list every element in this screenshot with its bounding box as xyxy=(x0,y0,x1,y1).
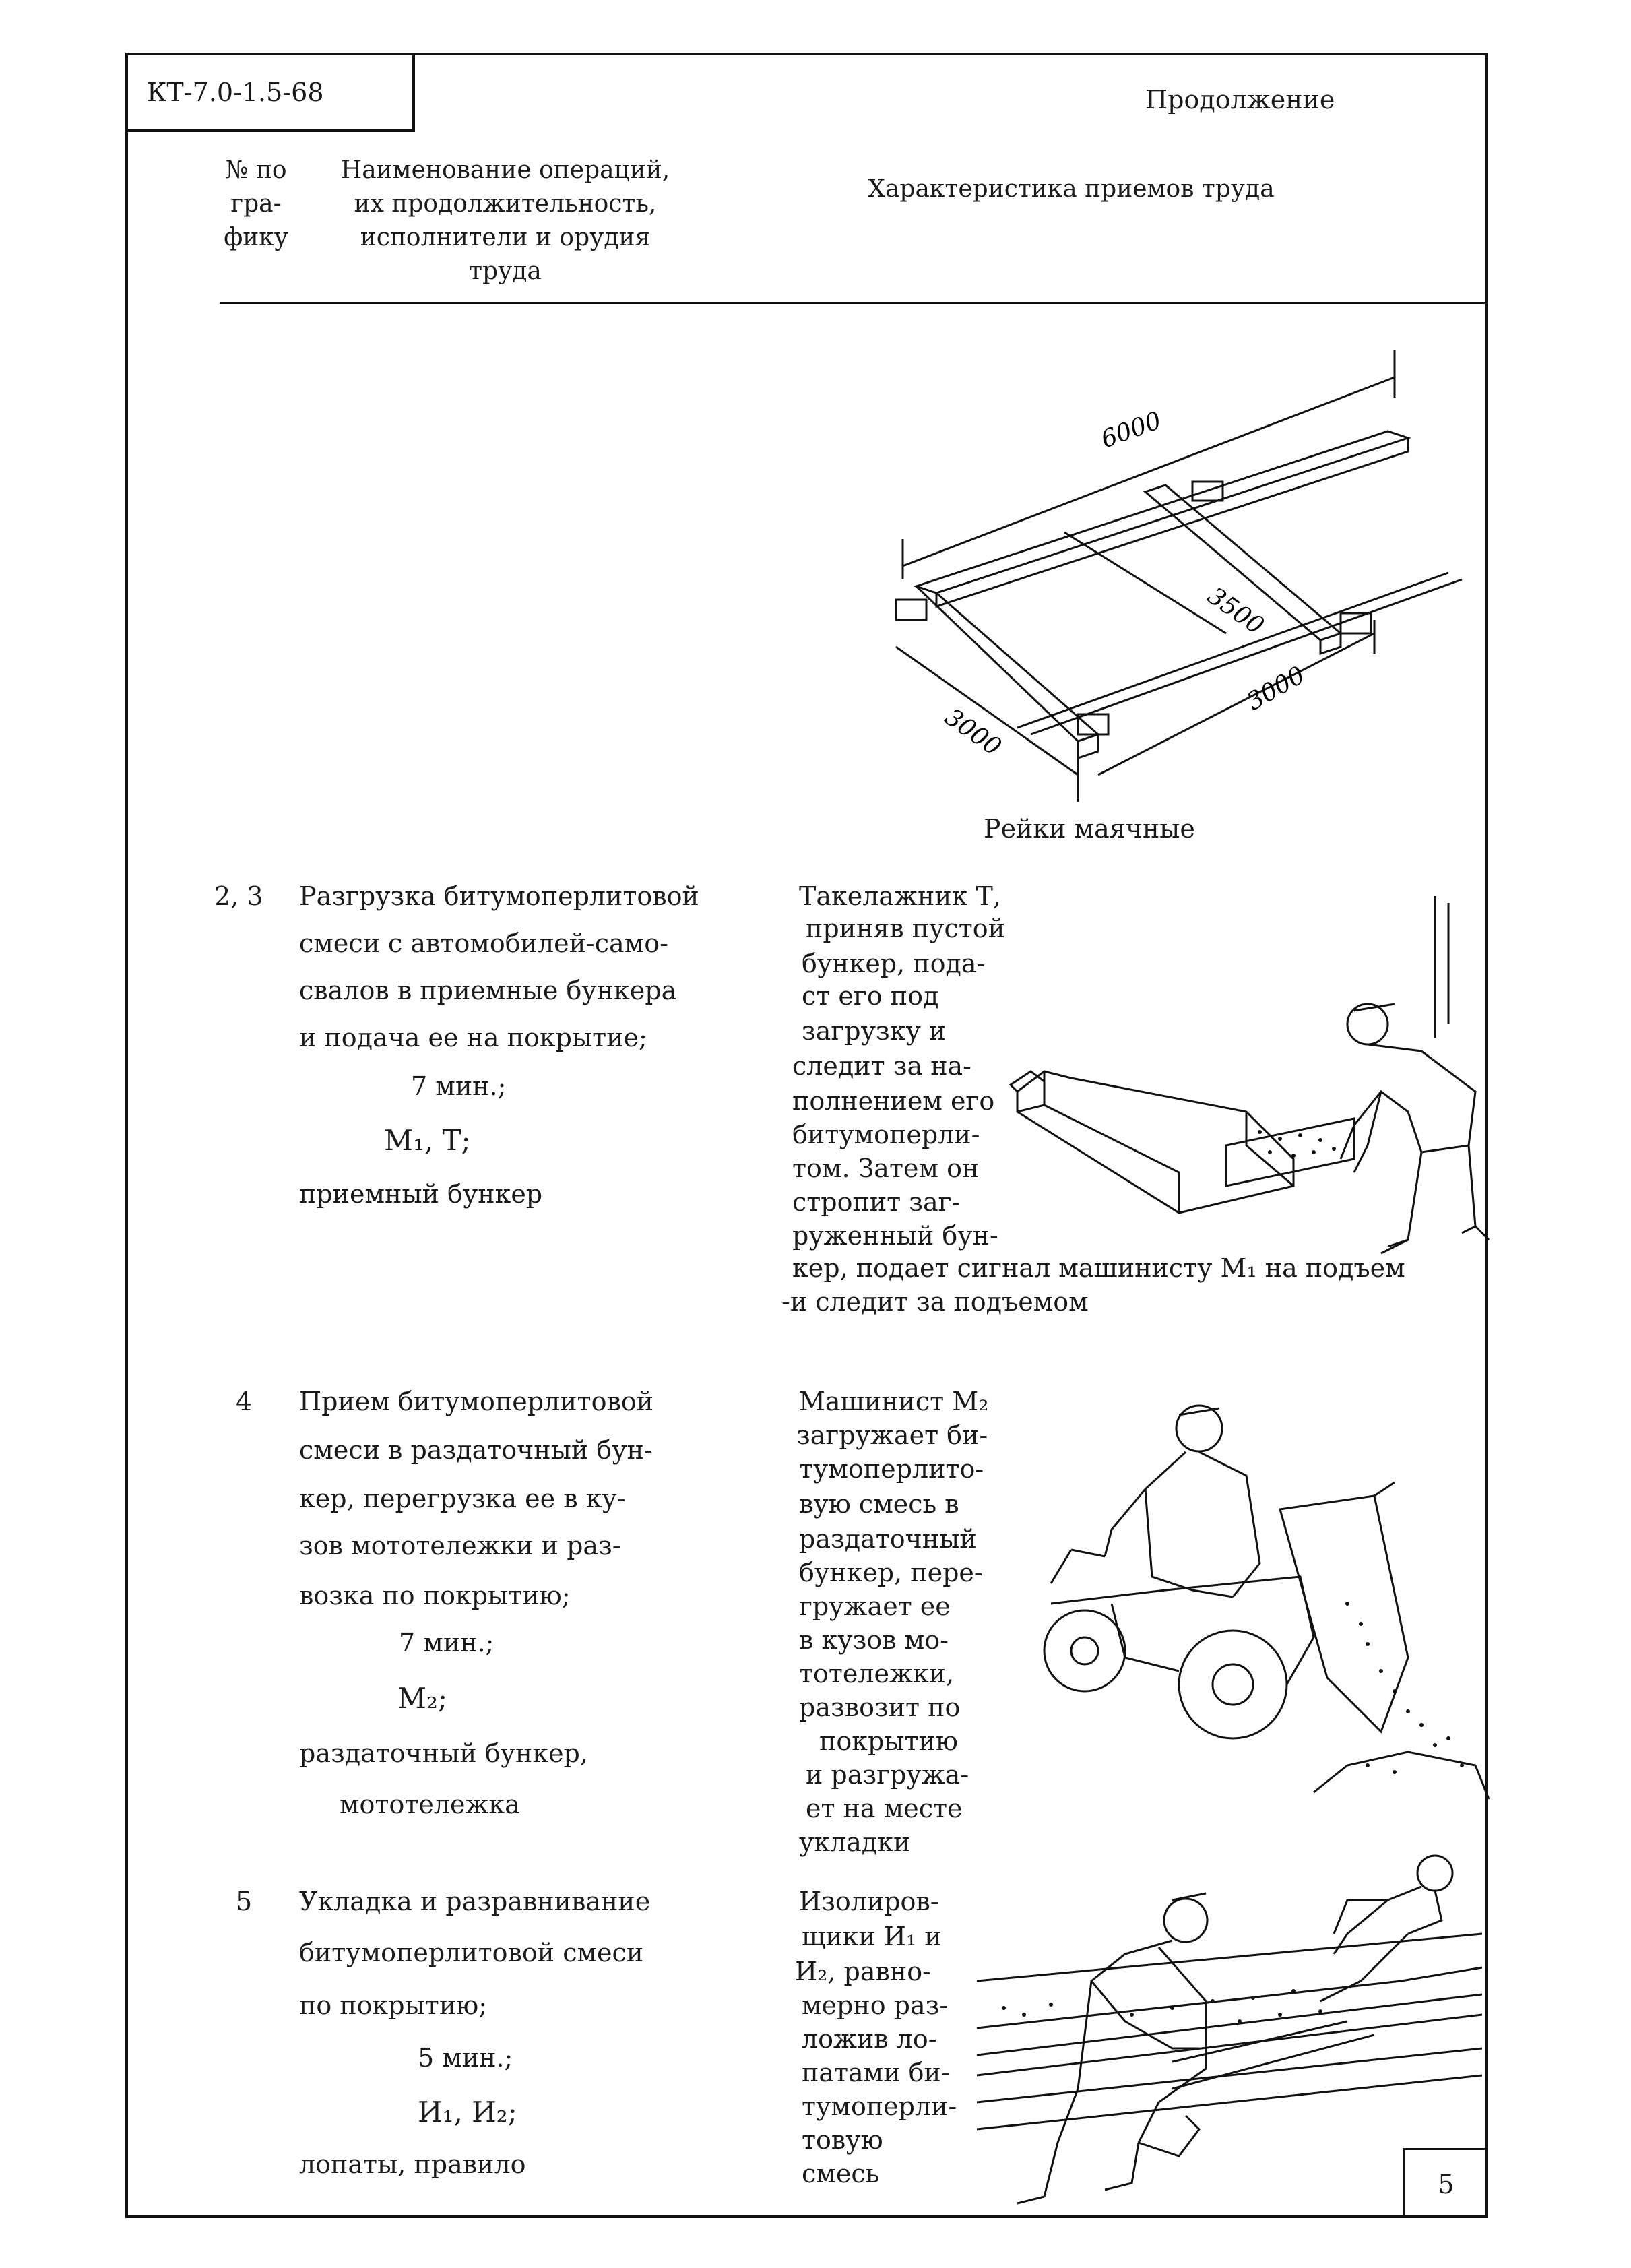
description-text: тумоперли- xyxy=(802,2091,957,2121)
description-text: И₂, равно- xyxy=(795,1957,931,1986)
operation-text: возка по покрытию; xyxy=(299,1581,571,1610)
description-text: ет на месте xyxy=(806,1794,963,1823)
duration: 7 мин.; xyxy=(399,1628,494,1658)
operation-text: и подача ее на покрытие; xyxy=(299,1023,647,1052)
row-number: 5 xyxy=(236,1887,253,1916)
operation-text: смеси с автомобилей-само- xyxy=(299,928,668,958)
description-text: щики И₁ и xyxy=(802,1922,942,1951)
dim-3000-right-label: 3000 xyxy=(1242,661,1310,716)
description-text: битумоперли- xyxy=(792,1120,980,1149)
continuation-label: Продолжение xyxy=(1145,85,1335,115)
description-text: полнением его xyxy=(792,1086,995,1116)
rails-figure: 6000 3500 3000 3000 xyxy=(876,337,1455,795)
description-text: -и следит за подъемом xyxy=(781,1287,1089,1317)
page-frame xyxy=(125,53,1488,2218)
operation-text: Укладка и разравнивание xyxy=(299,1887,651,1916)
description-text: Машинист М₂ xyxy=(799,1387,989,1416)
motorcart-driver-illustration xyxy=(1031,1401,1489,1806)
description-text: и разгружа- xyxy=(806,1760,969,1790)
workers: И₁, И₂; xyxy=(418,2096,517,2129)
description-text: Изолиров- xyxy=(799,1887,939,1916)
description-text: в кузов мо- xyxy=(799,1625,949,1655)
description-text: загружает би- xyxy=(796,1420,988,1450)
description-text: укладки xyxy=(799,1827,911,1857)
description-text: Такелажник Т, xyxy=(799,881,1001,911)
description-text: товую xyxy=(802,2125,883,2155)
description-text: развозит по xyxy=(799,1693,961,1722)
operation-text: свалов в приемные бункера xyxy=(299,976,677,1005)
header-col-description: Характеристика приемов труда xyxy=(868,175,1275,203)
workers: М₁, Т; xyxy=(384,1124,471,1157)
description-text: тотележки, xyxy=(799,1659,955,1689)
page-number: 5 xyxy=(1403,2148,1488,2218)
description-text: тумоперлито- xyxy=(799,1454,984,1484)
description-text: следит за на- xyxy=(792,1051,972,1081)
description-text: ложив ло- xyxy=(802,2024,937,2054)
description-text: покрытию xyxy=(819,1726,958,1756)
description-text: ст его под xyxy=(802,981,939,1011)
row-number: 4 xyxy=(236,1387,253,1416)
header-col-number: № по гра- фику xyxy=(224,156,288,251)
tools: приемный бункер xyxy=(299,1179,543,1209)
hopper-worker-illustration xyxy=(1004,889,1489,1253)
operation-text: кер, перегрузка ее в ку- xyxy=(299,1484,626,1513)
duration: 7 мин.; xyxy=(411,1071,507,1101)
description-text: бункер, пере- xyxy=(799,1558,983,1587)
description-text: патами би- xyxy=(802,2058,950,2087)
operation-text: Разгрузка битумоперлитовой xyxy=(299,881,699,911)
tools: раздаточный бункер, xyxy=(299,1738,588,1768)
header-rule xyxy=(220,302,1488,304)
operation-text: зов мототележки и раз- xyxy=(299,1531,621,1561)
description-text: том. Затем он xyxy=(792,1154,980,1183)
operation-text: смеси в раздаточный бун- xyxy=(299,1435,653,1465)
workers: М₂; xyxy=(397,1682,447,1715)
description-text: вую смесь в xyxy=(799,1489,959,1519)
description-text: стропит заг- xyxy=(792,1187,961,1217)
duration: 5 мин.; xyxy=(418,2043,513,2073)
operation-text: по покрытию; xyxy=(299,1990,488,2020)
row-number: 2, 3 xyxy=(214,881,263,911)
description-text: раздаточный xyxy=(799,1524,977,1554)
description-text: мерно раз- xyxy=(802,1990,949,2020)
description-text: смесь xyxy=(802,2159,880,2188)
operation-text: Прием битумоперлитовой xyxy=(299,1387,654,1416)
dim-6000-label: 6000 xyxy=(1097,407,1165,454)
description-text: бункер, пода- xyxy=(802,949,986,978)
description-text: загрузку и xyxy=(802,1016,947,1046)
header-col-operation: Наименование операций, их продолжительно… xyxy=(340,156,670,285)
description-text: кер, подает сигнал машинисту М₁ на подъе… xyxy=(792,1253,1405,1283)
operation-text: битумоперлитовой смеси xyxy=(299,1938,644,1967)
description-text: приняв пустой xyxy=(806,914,1005,943)
rails-caption: Рейки маячные xyxy=(984,814,1195,844)
dim-3000-left-label: 3000 xyxy=(940,703,1006,761)
dim-3500-label: 3500 xyxy=(1203,582,1269,640)
insulators-spreading-illustration xyxy=(970,1846,1482,2210)
document-code: КТ-7.0-1.5-68 xyxy=(125,53,415,132)
description-text: руженный бун- xyxy=(792,1221,998,1251)
description-text: гружает ее xyxy=(799,1592,951,1621)
tools: лопаты, правило xyxy=(299,2149,526,2179)
tools: мототележка xyxy=(340,1790,520,1819)
